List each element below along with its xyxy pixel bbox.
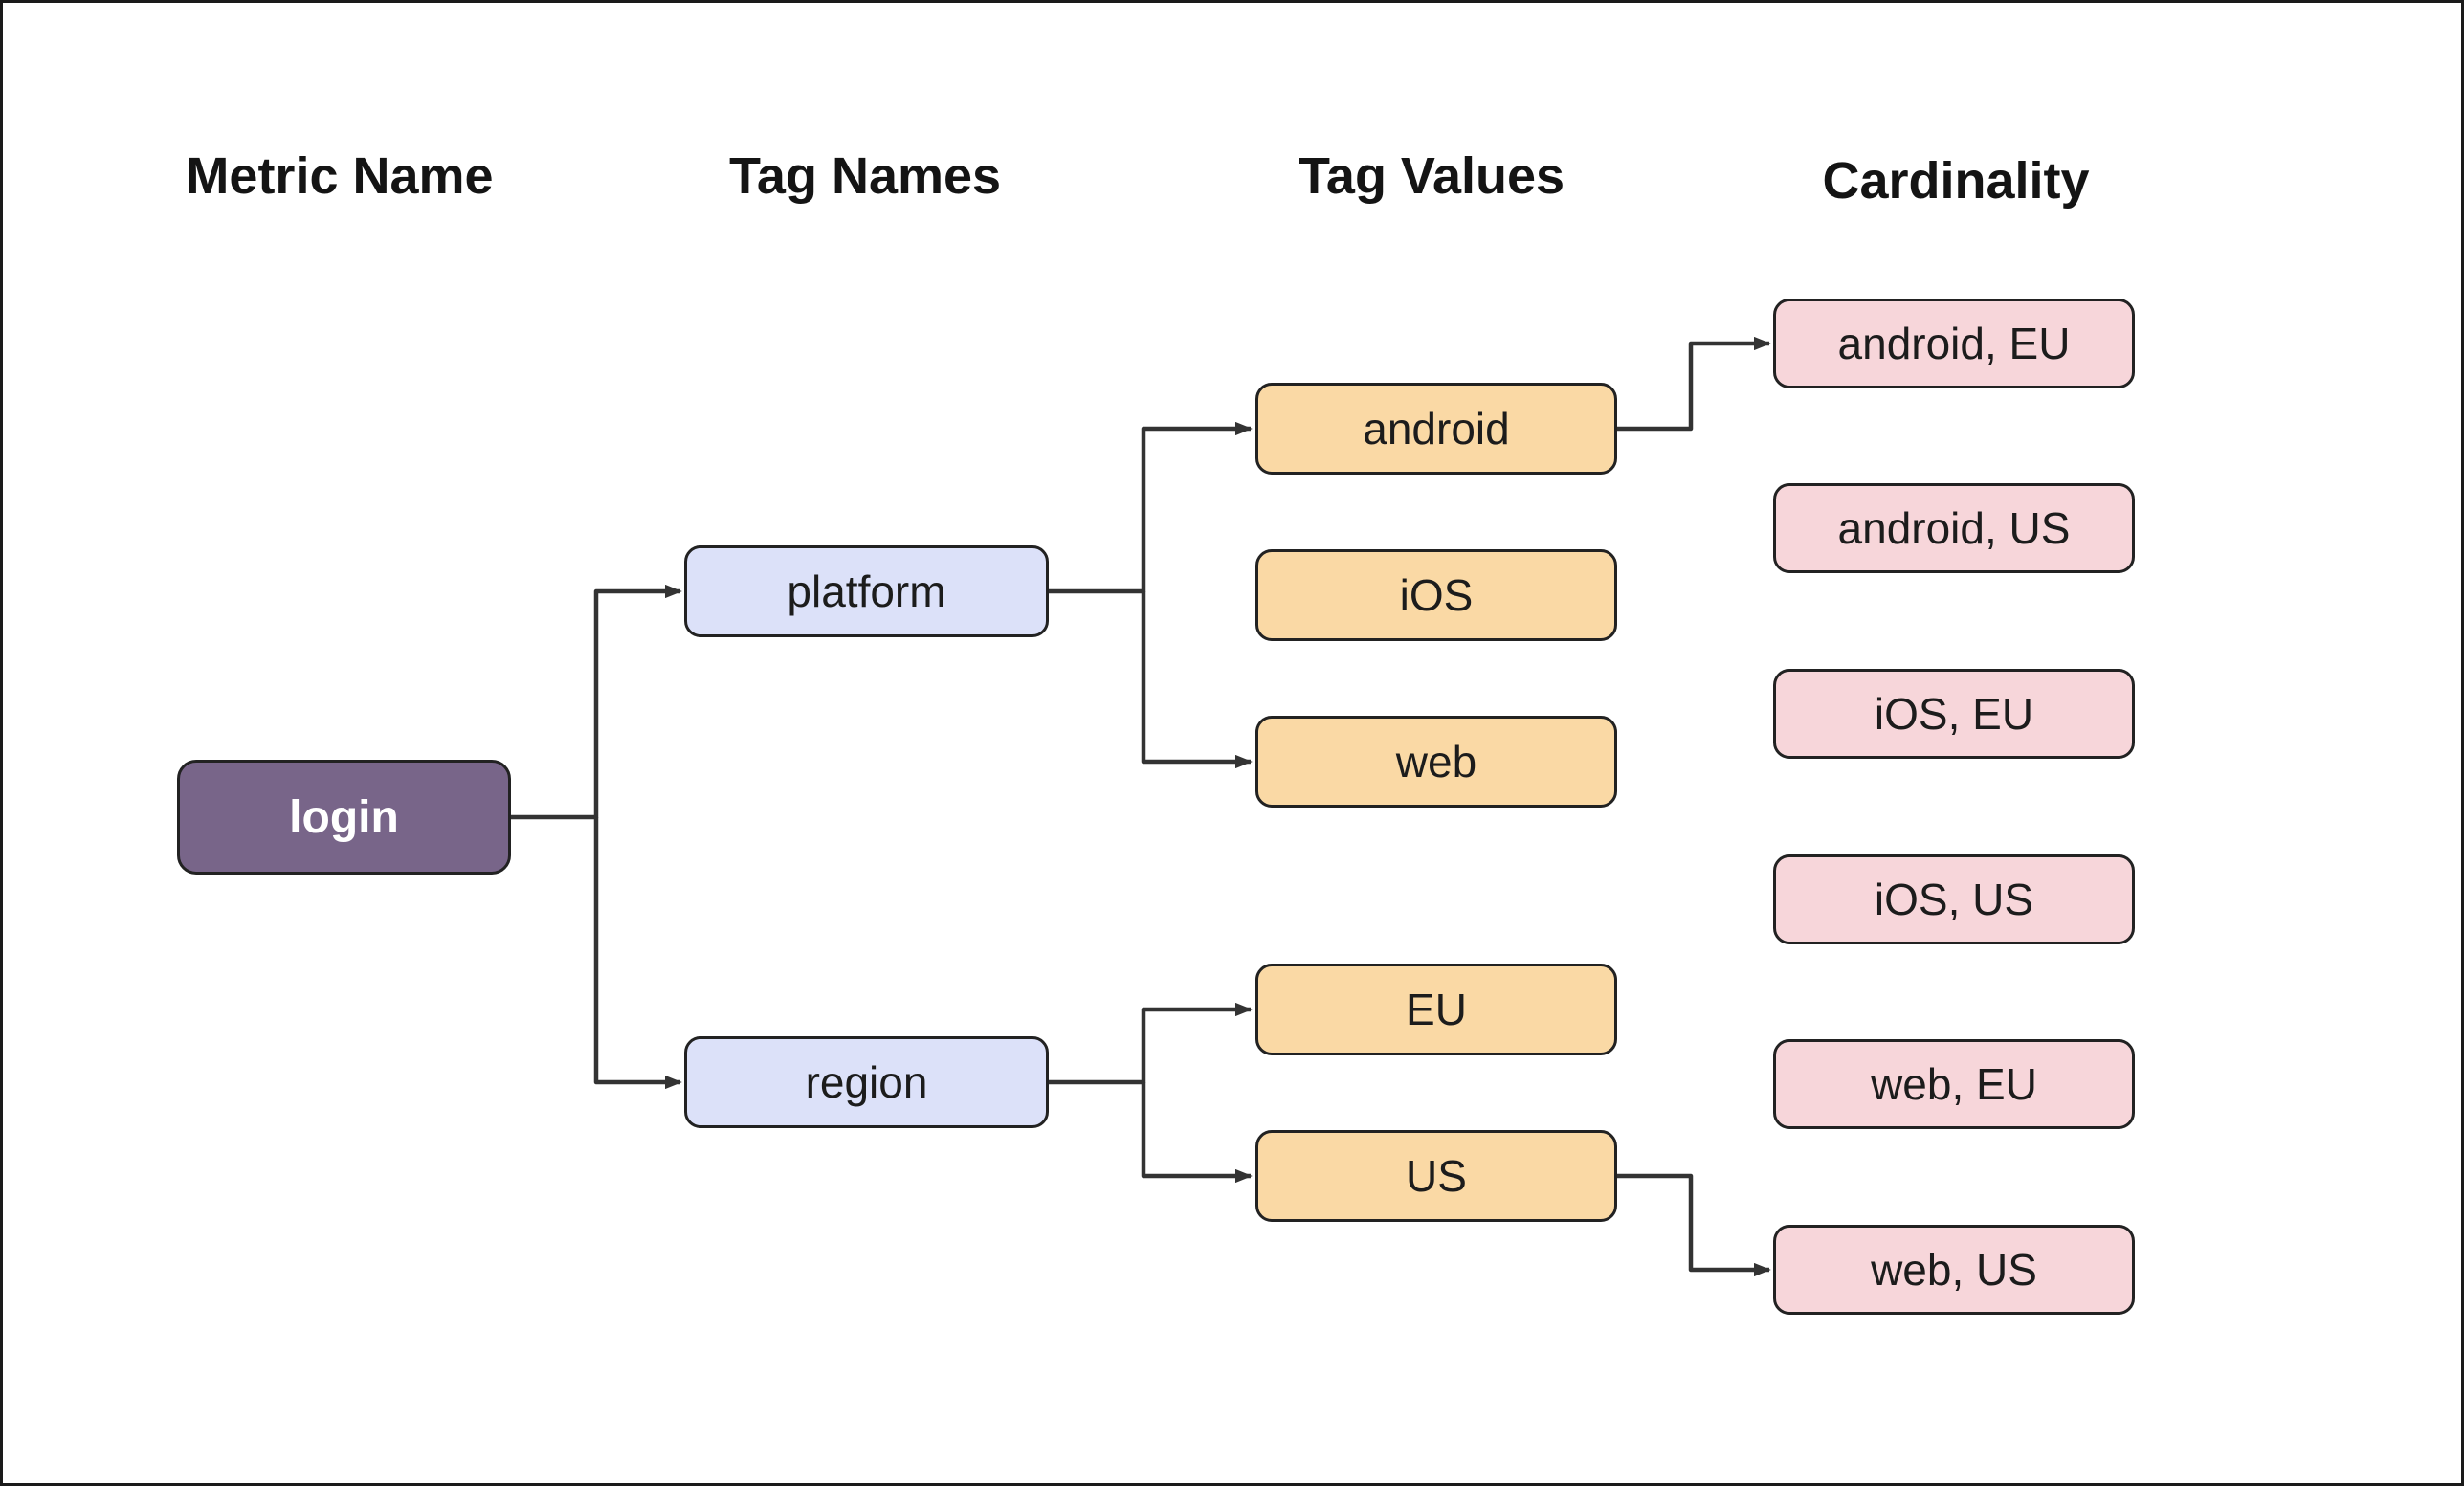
- node-region: region: [684, 1036, 1049, 1128]
- node-android-label: android: [1363, 404, 1510, 454]
- edge-layer: [511, 336, 1771, 1277]
- edge-us-web-us: [1617, 1173, 1771, 1277]
- edge-login-platform: [511, 584, 682, 820]
- node-web-us: web, US: [1773, 1225, 2135, 1315]
- column-header-tag-values: Tag Values: [1298, 147, 1565, 205]
- node-web-eu-label: web, EU: [1871, 1059, 2037, 1109]
- edge-platform-web: [1141, 591, 1253, 769]
- edge-platform-android: [1049, 421, 1253, 594]
- column-header-metric-name: Metric Name: [186, 147, 494, 205]
- column-header-cardinality: Cardinality: [1822, 152, 2090, 210]
- edge-login-region: [593, 817, 682, 1090]
- node-android-eu: android, EU: [1773, 299, 2135, 388]
- node-android-us-label: android, US: [1837, 503, 2071, 553]
- column-header-tag-names: Tag Names: [728, 147, 1002, 205]
- node-ios-eu: iOS, EU: [1773, 669, 2135, 759]
- node-platform-label: platform: [787, 566, 946, 616]
- edge-region-eu: [1049, 1002, 1253, 1085]
- node-ios-label: iOS: [1399, 570, 1474, 620]
- edge-android-android-eu: [1617, 336, 1771, 432]
- node-web-label: web: [1395, 737, 1477, 787]
- node-region-label: region: [805, 1057, 928, 1107]
- node-us-label: US: [1406, 1151, 1467, 1201]
- node-web-eu: web, EU: [1773, 1039, 2135, 1129]
- node-ios-us-label: iOS, US: [1874, 875, 2034, 924]
- node-web: web: [1255, 716, 1617, 808]
- node-android-us: android, US: [1773, 483, 2135, 573]
- node-platform: platform: [684, 545, 1049, 637]
- node-eu: EU: [1255, 964, 1617, 1055]
- node-login: login: [177, 760, 511, 875]
- node-android-eu-label: android, EU: [1837, 319, 2071, 368]
- edge-region-us: [1141, 1082, 1253, 1184]
- node-eu-label: EU: [1406, 985, 1467, 1034]
- node-ios-us: iOS, US: [1773, 854, 2135, 944]
- node-ios: iOS: [1255, 549, 1617, 641]
- node-web-us-label: web, US: [1871, 1245, 2037, 1295]
- node-login-label: login: [289, 791, 399, 843]
- node-ios-eu-label: iOS, EU: [1874, 689, 2034, 739]
- node-us: US: [1255, 1130, 1617, 1222]
- node-android: android: [1255, 383, 1617, 475]
